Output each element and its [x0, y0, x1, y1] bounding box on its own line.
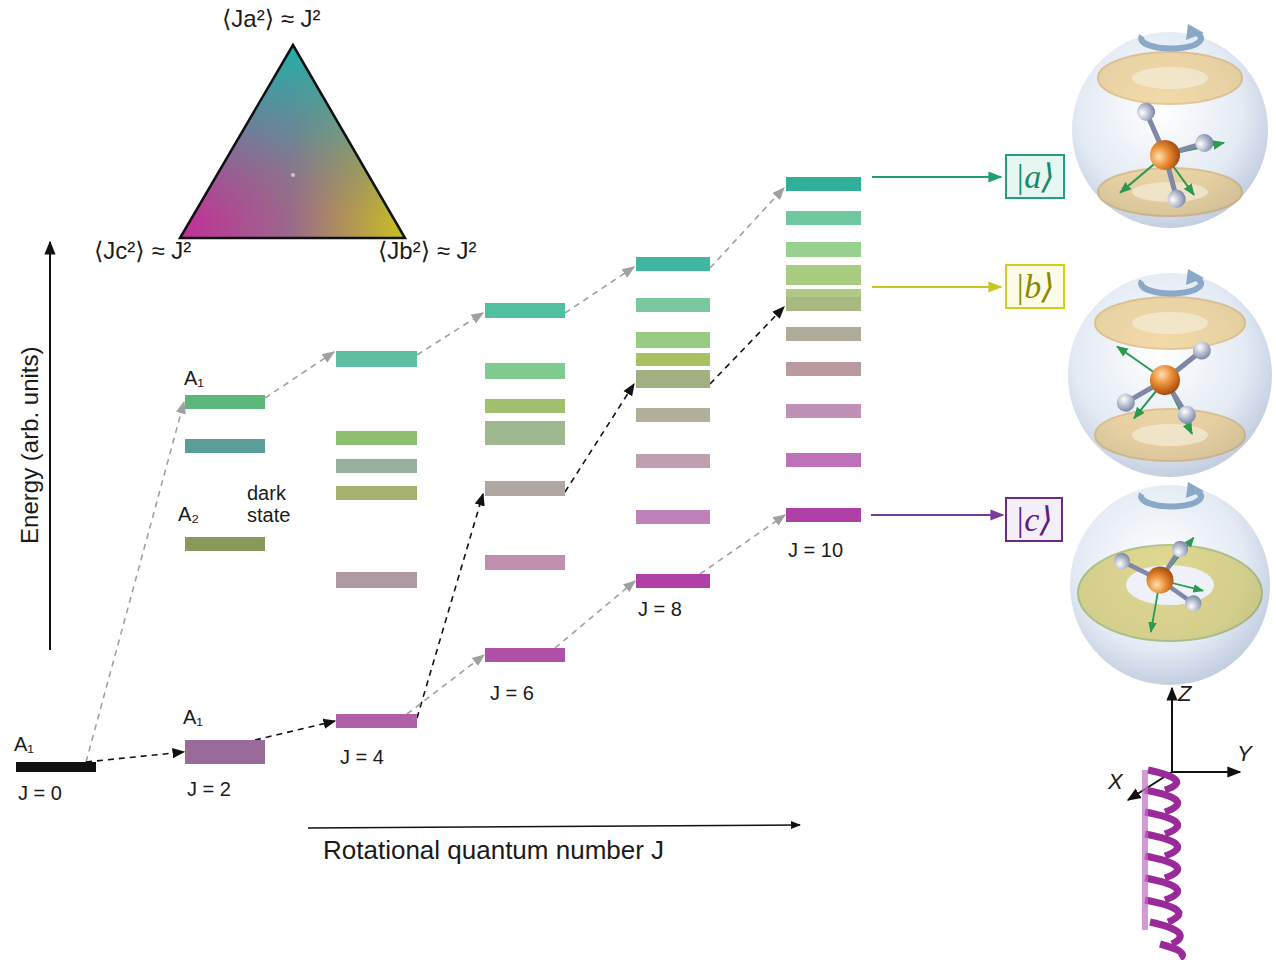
molecule-state-b [1068, 269, 1272, 477]
symmetry-label: A₁ [14, 733, 34, 755]
symmetry-label: A₁ [184, 367, 204, 389]
transition-arrow [255, 721, 335, 740]
symmetry-label: A₂ [178, 503, 199, 525]
state-box: |c⟩ [1005, 497, 1063, 542]
transition-arrow [700, 515, 785, 574]
transition-arrow [86, 752, 184, 762]
transition-arrows [265, 188, 784, 718]
axis-title: Rotational quantum number J [323, 836, 664, 865]
axis-letter: Y [1237, 742, 1252, 766]
energy-level: A₁J = 0 [16, 762, 96, 772]
energy-level: J = 6 [485, 648, 565, 662]
axis-letter: X [1108, 770, 1123, 794]
state-label: |a⟩ [1015, 158, 1055, 195]
energy-level: A₂dark state [185, 537, 265, 551]
energy-level: J = 10 [786, 508, 861, 522]
color-triangle [180, 45, 405, 238]
energy-axis [49, 242, 51, 650]
vertex-label: ⟨Jb²⟩ ≈ J² [378, 238, 477, 264]
transition-arrow [555, 581, 635, 648]
symmetry-label: A₁ [183, 706, 203, 728]
energy-level: J = 8 [636, 574, 710, 588]
state-box: |b⟩ [1005, 264, 1065, 309]
helix-shade [1142, 770, 1148, 930]
vertex-label: ⟨Jc²⟩ ≈ J² [94, 238, 191, 264]
axis-letter: Z [1178, 682, 1191, 706]
transition-arrow [407, 655, 484, 714]
axis-title: Energy (arb. units) [17, 346, 43, 543]
state-label: |b⟩ [1015, 268, 1055, 305]
pointer-arrow [872, 286, 1001, 288]
j-label: J = 0 [18, 782, 62, 804]
helical-beam [1145, 770, 1183, 958]
j-label: J = 6 [490, 682, 534, 704]
vertex-label: ⟨Ja²⟩ ≈ J² [222, 6, 321, 32]
molecule-state-c [1070, 482, 1270, 685]
transition-arrow [86, 402, 184, 762]
state-label: |c⟩ [1015, 501, 1053, 538]
pointer-arrow [872, 176, 1001, 178]
transition-arrow [871, 514, 1003, 516]
energy-levels [185, 177, 861, 588]
symmetry-label: dark state [247, 482, 299, 526]
energy-level: J = 4 [336, 714, 417, 728]
j-label: J = 4 [340, 746, 384, 768]
energy-level: A₁J = 2 [185, 740, 265, 764]
j-label: J = 10 [788, 539, 843, 561]
state-box: |a⟩ [1005, 154, 1065, 199]
j-axis [308, 825, 800, 828]
energy-level: A₁ [185, 395, 265, 409]
molecule-state-a [1072, 24, 1268, 228]
j-label: J = 8 [638, 598, 682, 620]
j-label: J = 2 [187, 778, 231, 800]
